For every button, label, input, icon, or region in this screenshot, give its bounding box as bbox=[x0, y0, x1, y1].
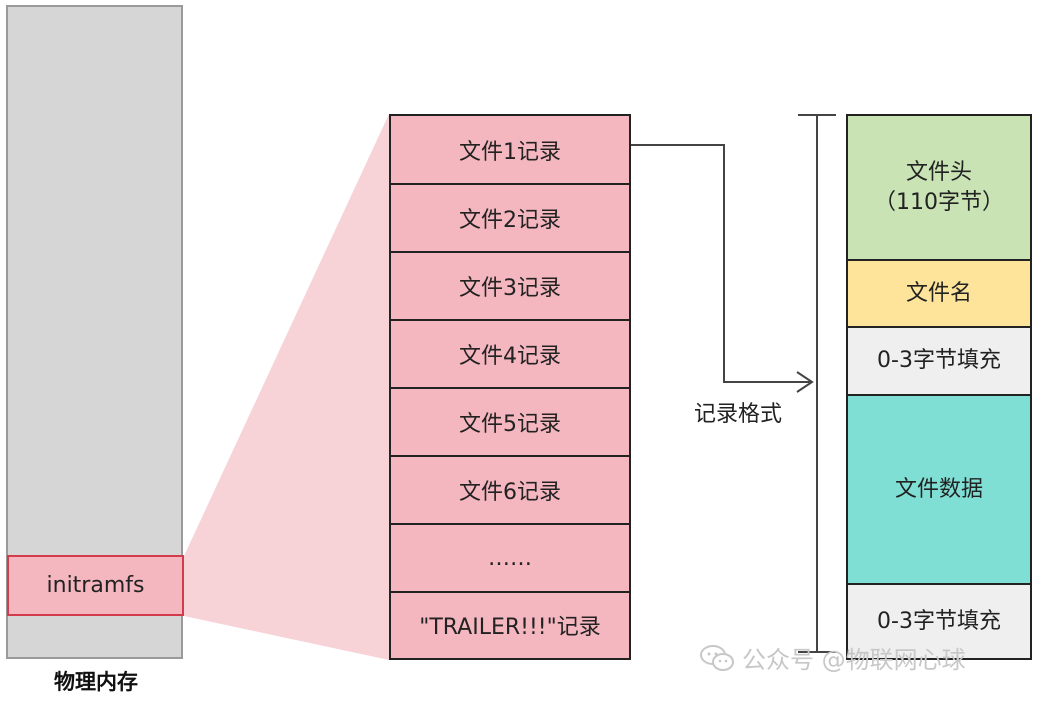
record-divider bbox=[391, 455, 629, 457]
initramfs-label: initramfs bbox=[46, 573, 145, 598]
record-label: 文件2记录 bbox=[459, 208, 561, 233]
physical-memory-caption: 物理内存 bbox=[54, 670, 138, 694]
file-header-label: 文件头 bbox=[905, 160, 972, 186]
record-label: "TRAILER!!!"记录 bbox=[419, 615, 601, 640]
record-cell: "TRAILER!!!"记录 bbox=[391, 592, 629, 658]
record-format-stack: 文件头 （110字节） 文件名 0-3字节填充 文件数据 0-3字节填充 bbox=[846, 114, 1032, 660]
record-label: 文件4记录 bbox=[459, 344, 561, 369]
record-cell: 文件3记录 bbox=[391, 252, 629, 320]
format-divider bbox=[848, 394, 1030, 396]
wechat-icon bbox=[700, 644, 734, 671]
watermark: 公众号 @物联网心球 bbox=[700, 640, 966, 675]
record-cell: 文件2记录 bbox=[391, 184, 629, 252]
record-divider bbox=[391, 591, 629, 593]
record-label: 文件5记录 bbox=[459, 412, 561, 437]
record-cell: 文件4记录 bbox=[391, 320, 629, 388]
padding-label-1: 0-3字节填充 bbox=[877, 348, 1001, 374]
watermark-text: 公众号 @物联网心球 bbox=[742, 646, 966, 674]
padding-label-2: 0-3字节填充 bbox=[877, 608, 1001, 634]
record-cell: …… bbox=[391, 524, 629, 592]
filename-label: 文件名 bbox=[905, 280, 972, 306]
filename-cell: 文件名 bbox=[848, 261, 1030, 326]
record-divider bbox=[391, 319, 629, 321]
padding-cell-1: 0-3字节填充 bbox=[848, 328, 1030, 394]
record-label: …… bbox=[488, 545, 532, 571]
file-header-cell: 文件头 （110字节） bbox=[848, 116, 1030, 260]
file-data-cell: 文件数据 bbox=[848, 396, 1030, 583]
record-label: 文件3记录 bbox=[459, 276, 561, 301]
file-data-label: 文件数据 bbox=[894, 476, 983, 502]
format-divider bbox=[848, 583, 1030, 585]
physical-memory-block bbox=[6, 5, 183, 659]
record-cell: 文件1记录 bbox=[391, 116, 629, 184]
padding-cell-2: 0-3字节填充 bbox=[848, 585, 1030, 658]
format-divider bbox=[848, 259, 1030, 261]
record-divider bbox=[391, 523, 629, 525]
record-cell: 文件6记录 bbox=[391, 456, 629, 524]
record-cell: 文件5记录 bbox=[391, 388, 629, 456]
record-divider bbox=[391, 251, 629, 253]
arrow-head-icon bbox=[796, 371, 814, 393]
file-header-size-label: （110字节） bbox=[874, 190, 1004, 215]
initramfs-segment: initramfs bbox=[7, 555, 184, 616]
record-divider bbox=[391, 183, 629, 185]
record-divider bbox=[391, 387, 629, 389]
record-format-label: 记录格式 bbox=[694, 402, 783, 427]
records-stack: 文件1记录 文件2记录 文件3记录 文件4记录 文件5记录 文件6记录 …… "… bbox=[389, 114, 631, 660]
record-label: 文件6记录 bbox=[459, 480, 561, 505]
record-label: 文件1记录 bbox=[459, 140, 561, 165]
format-divider bbox=[848, 326, 1030, 328]
